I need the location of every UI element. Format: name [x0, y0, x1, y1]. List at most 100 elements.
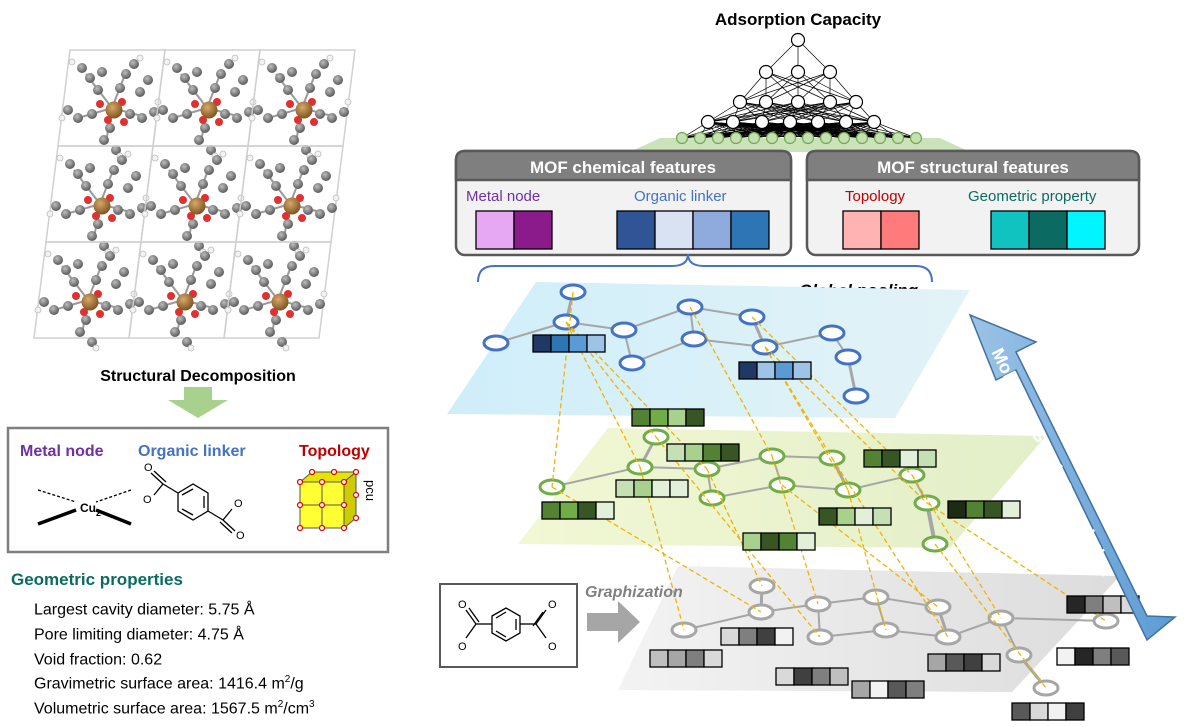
carbon-atom — [125, 109, 135, 119]
copper-atom — [176, 293, 194, 311]
carbon-atom — [206, 279, 216, 289]
carbon-atom — [111, 279, 121, 289]
hydrogen-atom — [224, 306, 232, 314]
nn-edge — [707, 101, 767, 123]
oxygen-atom — [294, 116, 302, 124]
bar-cell — [818, 507, 838, 526]
hydrogen-atom — [344, 98, 352, 106]
bar-cell — [796, 532, 816, 551]
molecular-graph-convolution-arrow — [968, 313, 1178, 642]
graph-edge — [551, 466, 641, 488]
property-part: 2 — [277, 699, 284, 711]
pcu-topology-cube-icon — [296, 468, 360, 532]
nn-node — [810, 114, 826, 130]
carbon-atom — [119, 267, 129, 277]
bar-cell — [793, 667, 813, 686]
bar-cell — [947, 500, 967, 519]
carbon-atom — [99, 135, 109, 145]
carbon-atom — [216, 69, 226, 79]
carbon-atom — [194, 241, 204, 251]
nn-input-node — [693, 131, 707, 145]
mof-crystal-structure — [33, 49, 356, 352]
carbon-atom — [182, 231, 192, 241]
nn-input-node — [783, 131, 797, 145]
carbon-atom — [111, 145, 121, 155]
nn-edge — [765, 39, 799, 73]
oxygen-atom — [187, 212, 195, 220]
bar-cell — [863, 449, 883, 468]
geometric-property-row: Void fraction: 0.62 — [34, 646, 428, 671]
chem-organic-linker-label: Organic linker — [634, 188, 727, 205]
bar-cell — [633, 479, 653, 498]
carbon-atom — [146, 201, 156, 211]
hydrogen-atom — [332, 194, 340, 202]
graphization-arrow — [587, 601, 640, 643]
property-part: Largest cavity diameter: — [34, 601, 209, 619]
carbon-atom — [168, 113, 178, 123]
carbon-atom — [259, 277, 269, 287]
nn-node — [725, 114, 741, 130]
hydrogen-atom — [56, 154, 64, 162]
bar-cell — [880, 210, 920, 250]
property-part: 0.62 — [130, 650, 163, 668]
nn-edge — [765, 71, 799, 103]
graph-edge — [683, 611, 762, 631]
carbon-atom — [319, 59, 329, 69]
carbon-atom — [204, 165, 214, 175]
graphization-label: Graphization — [585, 584, 683, 601]
nn-edge — [765, 71, 831, 103]
message-passing-link — [764, 346, 928, 504]
hydrogen-atom — [246, 154, 254, 162]
crystal-unit-cell — [45, 145, 154, 256]
geometric-property-row: Gravimetric surface area: 1416.4 m2/g — [34, 670, 428, 695]
message-passing-link — [781, 484, 939, 608]
metal-node-feature-bar — [475, 210, 553, 250]
bar-cell — [685, 649, 705, 668]
carbon-atom — [144, 305, 154, 315]
nn-edge — [765, 101, 819, 123]
carbon-atom — [255, 159, 265, 169]
hydrogen-atom — [153, 114, 161, 122]
nn-edge — [797, 71, 831, 103]
oxygen-atom — [262, 292, 270, 300]
hydrogen-atom — [141, 210, 149, 218]
carbon-atom — [293, 179, 303, 189]
nn-edge — [873, 121, 917, 139]
carbon-atom — [299, 165, 309, 175]
bar-cell — [1074, 647, 1094, 666]
carbon-atom — [226, 171, 236, 181]
bar-cell — [811, 667, 831, 686]
oxygen-atom — [179, 196, 187, 204]
svg-text:O: O — [234, 498, 243, 510]
carbon-atom — [333, 75, 343, 85]
bar-cell — [1066, 210, 1106, 250]
carbon-atom — [283, 219, 293, 229]
graph-node — [934, 628, 962, 646]
carbon-atom — [91, 275, 101, 285]
hydrogen-atom — [219, 150, 227, 158]
oxygen-atom — [84, 196, 92, 204]
carbon-atom — [291, 301, 301, 311]
bar-cell — [927, 653, 947, 672]
geometric-property-row: Largest cavity diameter: 5.75 Å — [34, 596, 428, 621]
oxygen-atom — [80, 308, 88, 316]
property-part: 3 — [309, 699, 315, 711]
adsorption-capacity-label: Adsorption Capacity — [715, 10, 882, 29]
oxygen-atom — [310, 118, 318, 126]
message-passing-link — [771, 455, 819, 605]
hydrogen-atom — [151, 154, 159, 162]
bar-cell — [631, 408, 651, 427]
oxygen-atom — [120, 118, 128, 126]
carbon-atom — [303, 205, 313, 215]
nn-input-node — [711, 131, 725, 145]
carbon-atom — [158, 105, 168, 115]
graphization-input-box — [439, 583, 578, 668]
geometric-properties-heading: Geometric properties — [11, 570, 183, 589]
bar-cell — [963, 653, 983, 672]
svg-text:O: O — [548, 599, 557, 611]
carbon-atom — [97, 261, 107, 271]
bar-cell — [1001, 500, 1021, 519]
hydrogen-atom — [326, 54, 334, 62]
carbon-atom — [263, 169, 273, 179]
carbon-atom — [192, 67, 202, 77]
